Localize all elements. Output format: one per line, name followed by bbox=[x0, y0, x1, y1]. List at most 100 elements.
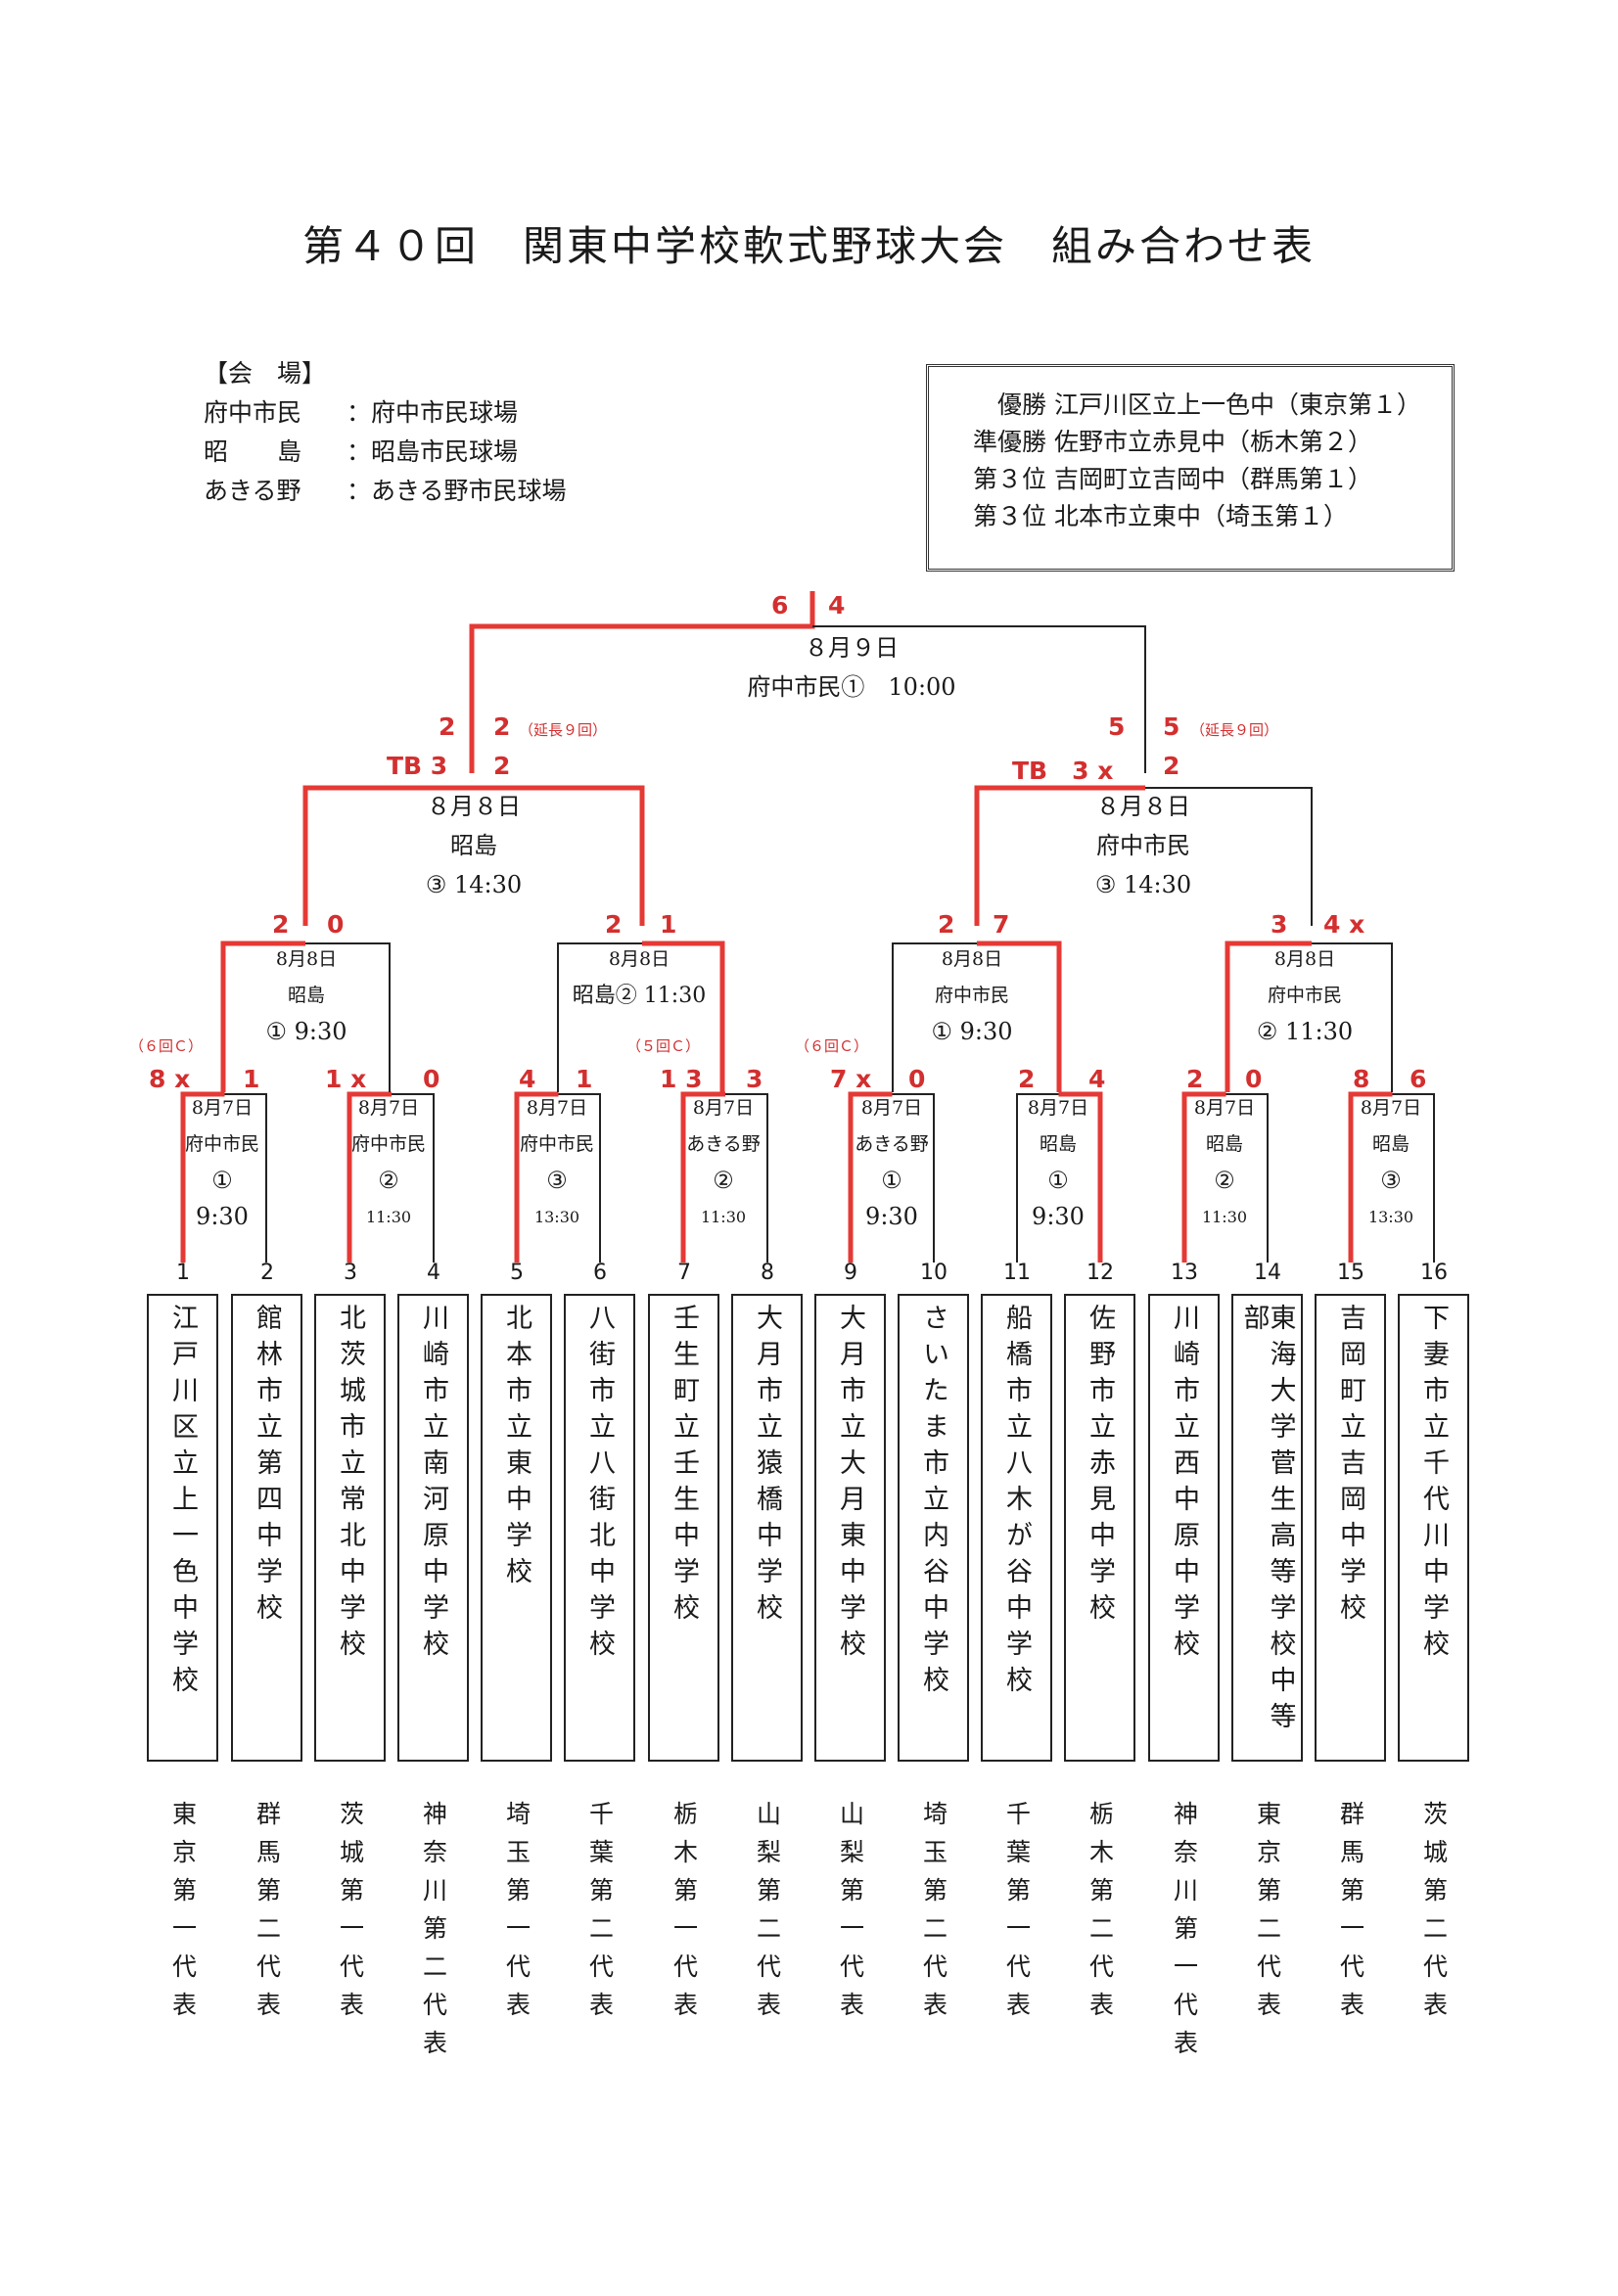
venue-item: 昭 島：昭島市民球場 bbox=[204, 433, 567, 472]
prefecture-text: 茨城第二代表 bbox=[1419, 1801, 1449, 2030]
result-team: 佐野市立赤見中（栃木第２） bbox=[1054, 428, 1373, 456]
school-name: 川崎市立西中原中学校 bbox=[1169, 1304, 1199, 1666]
r1-3-num: ③ bbox=[546, 1167, 568, 1194]
school-box: 下妻市立千代川中学校 bbox=[1398, 1294, 1469, 1762]
r1-1-score-left: 8 x bbox=[149, 1065, 191, 1093]
semi2-note: （延長９回） bbox=[1190, 721, 1279, 739]
semi1-tb-right: 2 bbox=[493, 752, 511, 780]
qf2-right-line bbox=[642, 941, 725, 1092]
semi1-info: ８月８日 昭島 ③ 14:30 bbox=[305, 787, 642, 904]
school-name: 館林市立第四中学校 bbox=[252, 1304, 282, 1630]
page-title: 第４０回 関東中学校軟式野球大会 組み合わせ表 bbox=[301, 222, 1316, 270]
venue-item: あきる野：あきる野市民球場 bbox=[204, 472, 567, 511]
semi1-score-left: 2 bbox=[439, 712, 456, 741]
r1-1-venue: 府中市民 bbox=[184, 1133, 259, 1155]
qf1-date: 8月8日 bbox=[275, 948, 338, 970]
qf2-score-right: 1 bbox=[660, 910, 677, 939]
qf1-right-line bbox=[305, 942, 391, 1092]
final-left-line bbox=[469, 591, 815, 773]
qf1-score-left: 2 bbox=[272, 910, 290, 939]
result-label: 優勝 bbox=[996, 390, 1046, 419]
school-name: 江戸川区立上一色中学校 bbox=[167, 1304, 198, 1702]
venue-field: ：昭島市民球場 bbox=[347, 437, 519, 466]
semi1-time: ③ 14:30 bbox=[425, 871, 523, 898]
school-box: さいたま市立内谷中学校 bbox=[898, 1294, 969, 1762]
seed-number: 11 bbox=[1003, 1261, 1031, 1285]
r1-2-venue: 府中市民 bbox=[350, 1133, 426, 1155]
prefecture-text: 群馬第二代表 bbox=[253, 1801, 282, 2030]
final-venue: 府中市民① 10:00 bbox=[747, 673, 956, 701]
r1-2-score-right: 0 bbox=[423, 1065, 440, 1093]
r1-6-time: 9:30 bbox=[1032, 1203, 1085, 1230]
school-box: 江戸川区立上一色中学校 bbox=[147, 1294, 218, 1762]
qf4-score-left: 3 bbox=[1271, 910, 1288, 939]
semi2-score-left: 5 bbox=[1108, 712, 1126, 741]
qf2-date: 8月8日 bbox=[608, 948, 670, 970]
school-box: 佐野市立赤見中学校 bbox=[1064, 1294, 1135, 1762]
qf1-time: ① 9:30 bbox=[265, 1018, 347, 1045]
seed-number: 2 bbox=[260, 1261, 274, 1285]
school-name: さいたま市立内谷中学校 bbox=[918, 1304, 948, 1702]
seed-number: 1 bbox=[176, 1261, 190, 1285]
result-row: 優勝江戸川区立上一色中（東京第１） bbox=[952, 387, 1452, 424]
school-box: 東海大学菅生高等学校中等部 bbox=[1231, 1294, 1303, 1762]
r1-6-score-right: 4 bbox=[1088, 1065, 1106, 1093]
school-name: 壬生町立壬生中学校 bbox=[669, 1304, 699, 1630]
qf2-venue: 昭島② 11:30 bbox=[572, 984, 707, 1008]
prefecture-text: 東京第二代表 bbox=[1253, 1801, 1282, 2030]
school-name: 吉岡町立吉岡中学校 bbox=[1335, 1304, 1365, 1630]
prefecture-text: 栃木第一代表 bbox=[670, 1801, 699, 2030]
school-name: 大月市立猿橋中学校 bbox=[752, 1304, 782, 1630]
qf3-date: 8月8日 bbox=[941, 948, 1003, 970]
school-box: 船橋市立八木が谷中学校 bbox=[981, 1294, 1052, 1762]
result-label: 第３位 bbox=[972, 502, 1046, 530]
r1-3-score-right: 1 bbox=[576, 1065, 593, 1093]
r1-7-date: 8月7日 bbox=[1193, 1097, 1256, 1119]
r1-4-info: 8月7日 あきる野 ② 11:30 bbox=[679, 1090, 767, 1235]
qf3-score-left: 2 bbox=[938, 910, 955, 939]
semi2-tb-right: 2 bbox=[1163, 752, 1180, 780]
prefecture-label: 東京第二代表 bbox=[1238, 1801, 1297, 2034]
semi1-left-line bbox=[302, 785, 472, 926]
prefecture-label: 茨城第二代表 bbox=[1405, 1801, 1463, 2034]
r1-right-line bbox=[725, 1093, 768, 1263]
venue-list: 【会 場】 府中市民：府中市民球場 昭 島：昭島市民球場 あきる野：あきる野市民… bbox=[204, 354, 567, 511]
prefecture-text: 神奈川第一代表 bbox=[1170, 1801, 1199, 2068]
r1-6-score-left: 2 bbox=[1018, 1065, 1036, 1093]
semi2-info: ８月８日 府中市民 ③ 14:30 bbox=[975, 787, 1312, 904]
qf2-info: 8月8日 昭島② 11:30 bbox=[556, 941, 722, 1014]
prefecture-text: 埼玉第二代表 bbox=[919, 1801, 948, 2030]
r1-left-line bbox=[347, 1091, 392, 1263]
r1-right-line bbox=[224, 1093, 267, 1263]
r1-4-score-right: 3 bbox=[746, 1065, 763, 1093]
r1-3-time: 13:30 bbox=[533, 1208, 580, 1226]
qf3-venue: 府中市民 bbox=[934, 985, 1009, 1006]
prefecture-label: 千葉第二代表 bbox=[571, 1801, 629, 2034]
school-name: 東海大学菅生高等学校中等部 bbox=[1238, 1304, 1296, 1738]
seed-number: 6 bbox=[593, 1261, 607, 1285]
seed-number: 12 bbox=[1086, 1261, 1114, 1285]
semi2-venue: 府中市民 bbox=[1096, 832, 1190, 859]
school-box: 大月市立大月東中学校 bbox=[814, 1294, 886, 1762]
r1-4-venue: あきる野 bbox=[686, 1133, 761, 1155]
qf3-score-right: 7 bbox=[993, 910, 1010, 939]
seed-number: 9 bbox=[844, 1261, 857, 1285]
r1-left-line bbox=[1016, 1093, 1059, 1263]
semi2-left-line bbox=[974, 785, 1145, 926]
r1-3-venue: 府中市民 bbox=[519, 1133, 594, 1155]
r1-right-line bbox=[392, 1093, 435, 1263]
seed-number: 13 bbox=[1171, 1261, 1198, 1285]
r1-3-score-left: 4 bbox=[519, 1065, 536, 1093]
prefecture-label: 群馬第一代表 bbox=[1321, 1801, 1380, 2034]
semi2-date: ８月８日 bbox=[1096, 793, 1190, 820]
qf1-left-line bbox=[220, 941, 305, 1092]
final-date: ８月９日 bbox=[805, 634, 899, 662]
school-box: 壬生町立壬生中学校 bbox=[648, 1294, 719, 1762]
qf4-right-line bbox=[1312, 942, 1393, 1092]
r1-1-score-right: 1 bbox=[243, 1065, 260, 1093]
r1-1-num: ① bbox=[211, 1167, 233, 1194]
prefecture-label: 東京第一代表 bbox=[154, 1801, 212, 2034]
qf1-info: 8月8日 昭島 ① 9:30 bbox=[223, 941, 390, 1050]
